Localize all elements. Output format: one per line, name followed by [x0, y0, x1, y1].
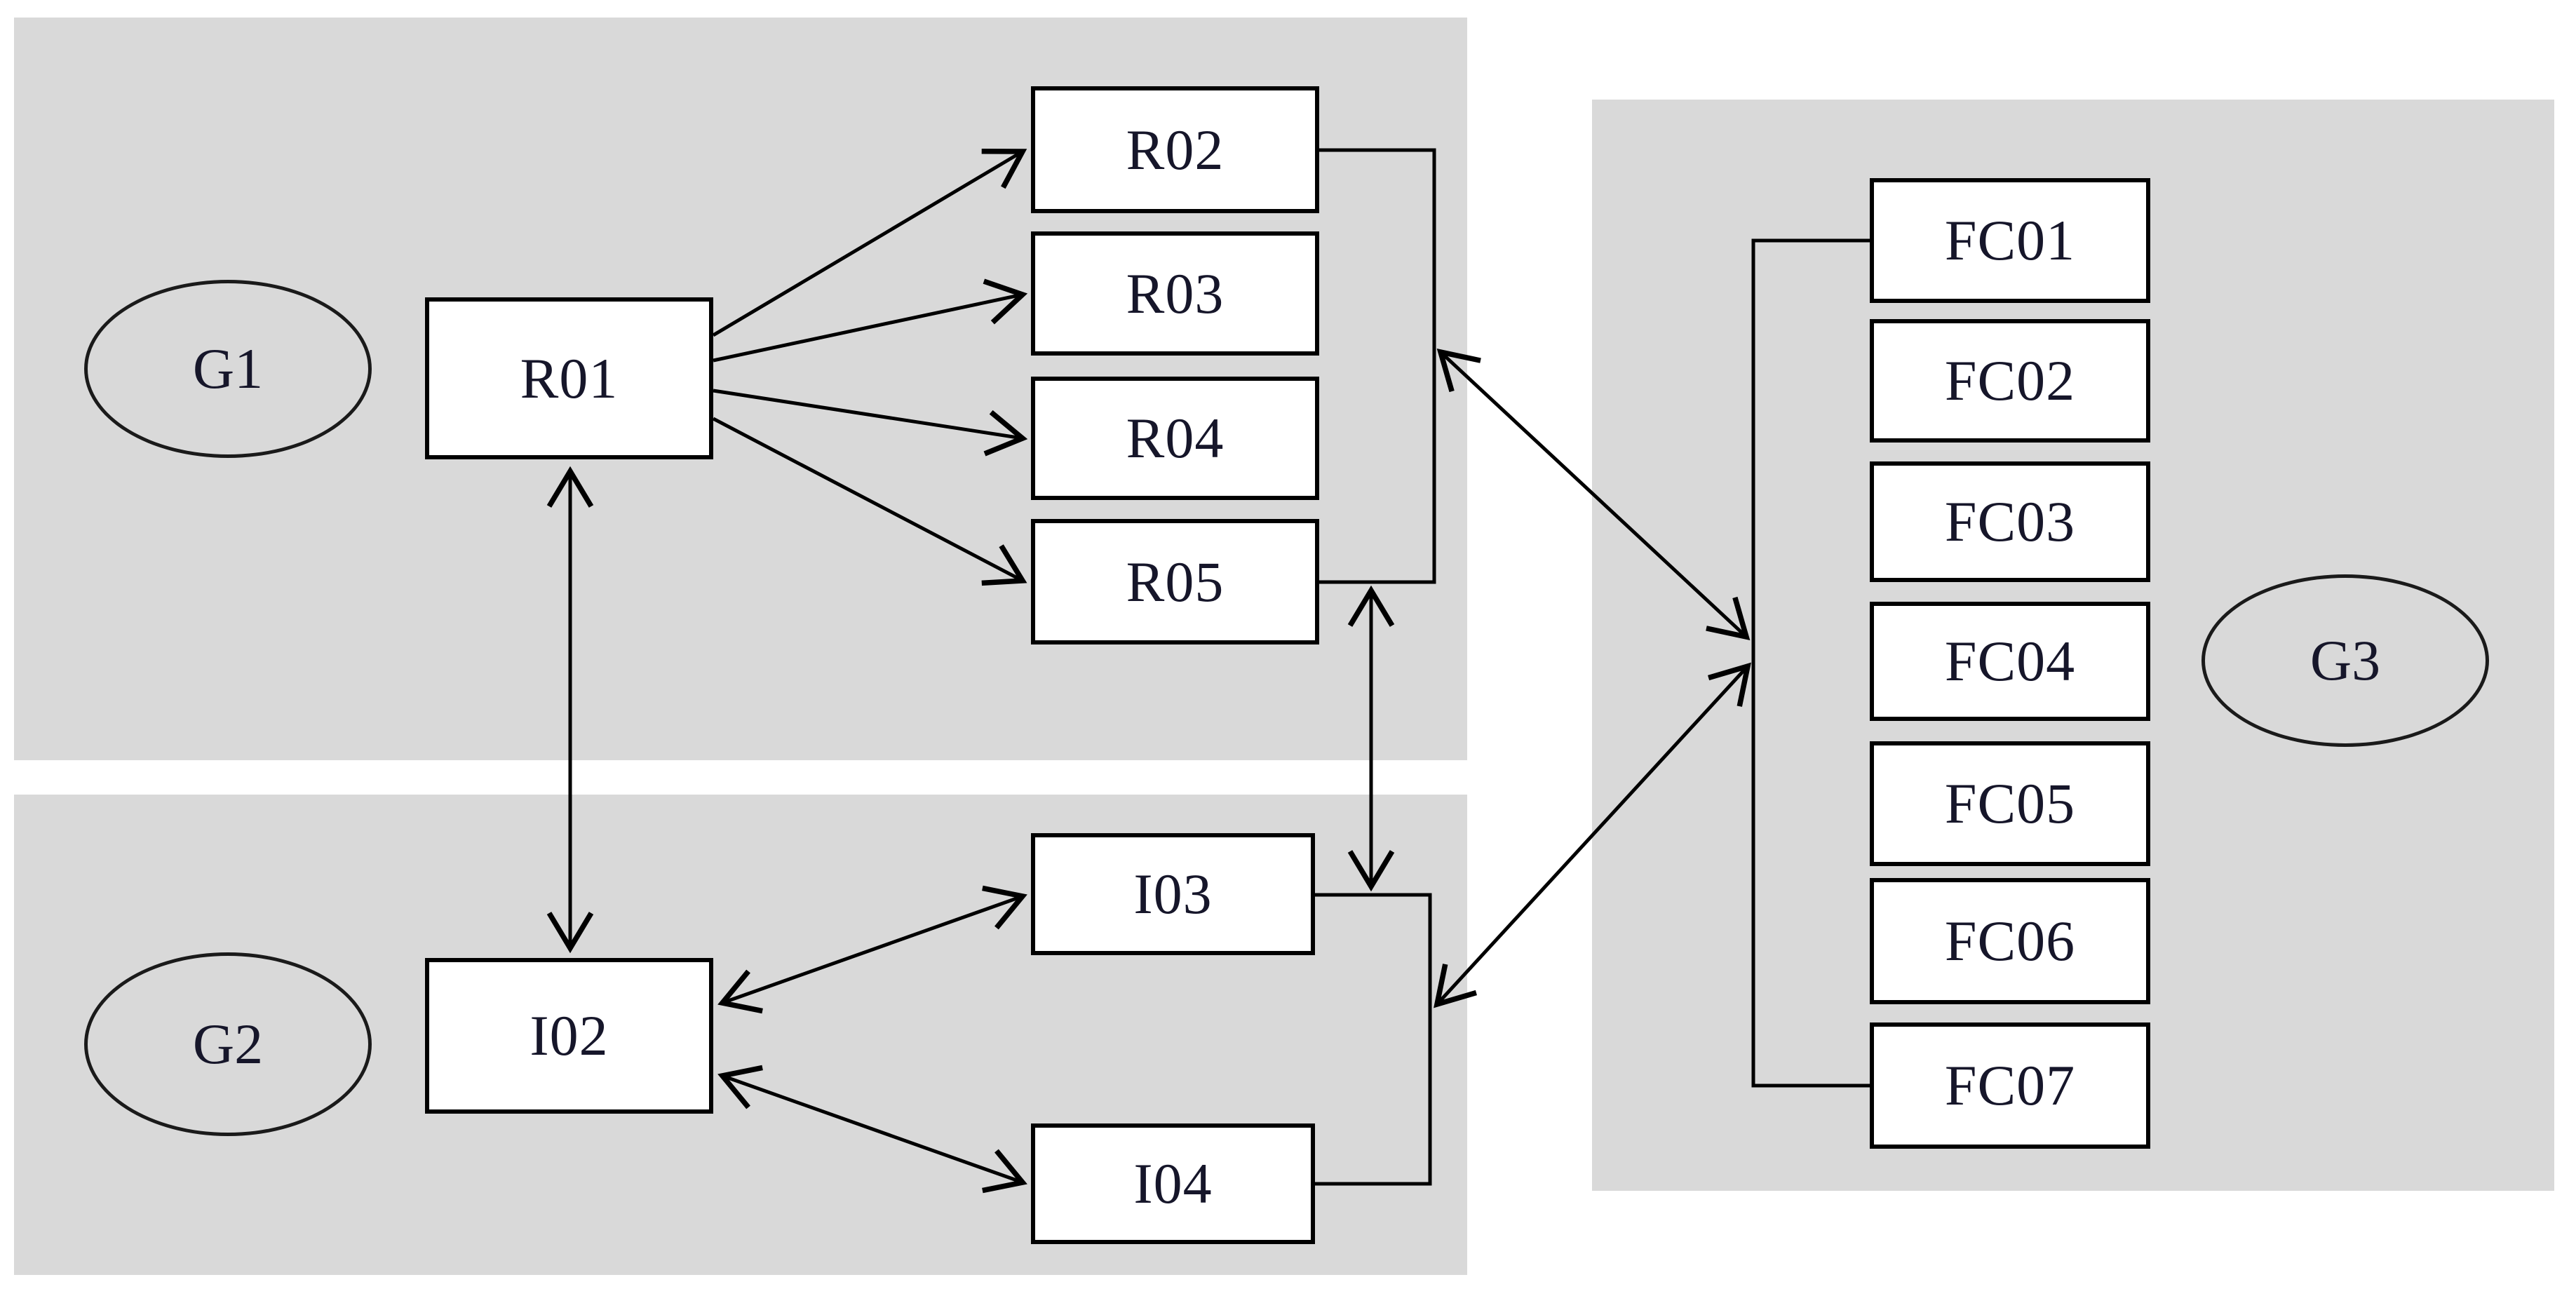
node-fc01: FC01: [1870, 178, 2150, 303]
node-i03: I03: [1031, 833, 1315, 955]
ellipse-g2: G2: [84, 952, 372, 1136]
node-fc01-label: FC01: [1944, 208, 2076, 272]
node-fc03: FC03: [1870, 461, 2150, 582]
node-fc04-label: FC04: [1944, 629, 2076, 693]
node-i03-label: I03: [1133, 862, 1213, 926]
node-r05: R05: [1031, 519, 1319, 644]
node-r01: R01: [425, 297, 713, 459]
ellipse-g1-label: G1: [192, 337, 264, 400]
node-fc07: FC07: [1870, 1022, 2150, 1149]
node-fc05: FC05: [1870, 741, 2150, 866]
node-fc03-label: FC03: [1944, 490, 2076, 553]
ellipse-g2-label: G2: [192, 1012, 264, 1076]
node-i02-label: I02: [530, 1004, 609, 1067]
node-r04: R04: [1031, 377, 1319, 500]
node-r03-label: R03: [1126, 261, 1225, 325]
node-r01-label: R01: [520, 346, 619, 410]
node-r04-label: R04: [1126, 406, 1225, 470]
ellipse-g1: G1: [84, 280, 372, 458]
node-i04: I04: [1031, 1123, 1315, 1244]
node-r05-label: R05: [1126, 549, 1225, 614]
node-fc07-label: FC07: [1944, 1053, 2076, 1117]
node-i04-label: I04: [1133, 1152, 1213, 1215]
ellipse-g3: G3: [2201, 574, 2489, 747]
node-fc06-label: FC06: [1944, 909, 2076, 973]
node-fc02: FC02: [1870, 319, 2150, 443]
ellipse-g3-label: G3: [2309, 628, 2381, 692]
node-fc06: FC06: [1870, 878, 2150, 1004]
node-i02: I02: [425, 958, 713, 1114]
node-fc02-label: FC02: [1944, 349, 2076, 412]
node-r02: R02: [1031, 86, 1319, 213]
node-fc05-label: FC05: [1944, 771, 2076, 835]
node-fc04: FC04: [1870, 602, 2150, 721]
node-r02-label: R02: [1126, 117, 1225, 182]
node-r03: R03: [1031, 231, 1319, 356]
